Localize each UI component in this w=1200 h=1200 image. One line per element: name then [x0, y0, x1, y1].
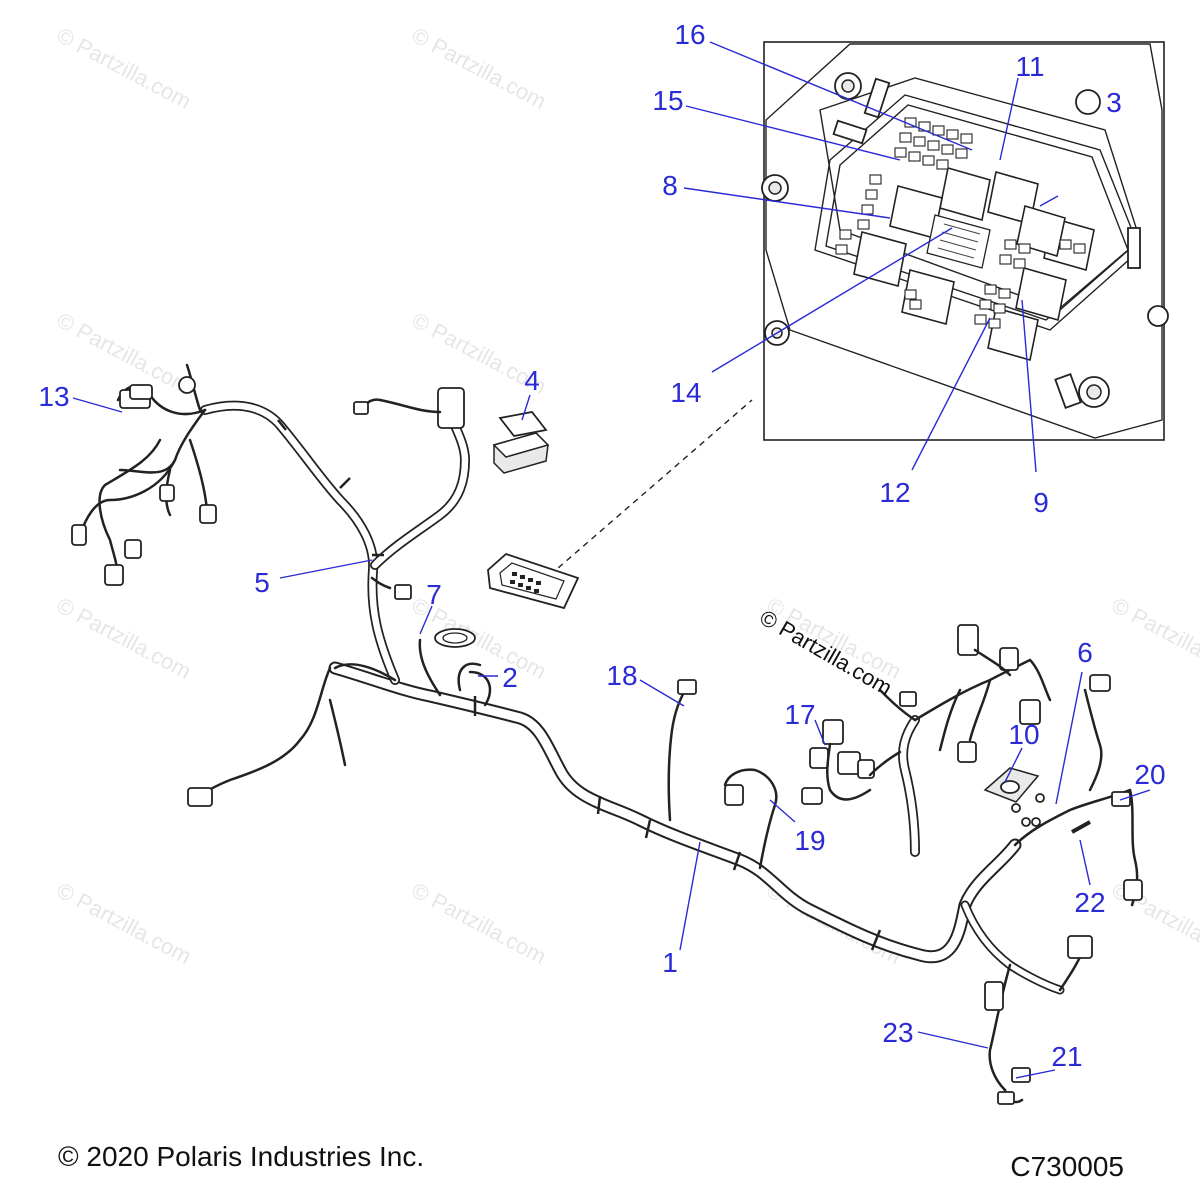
copyright-text: © 2020 Polaris Industries Inc. [58, 1141, 424, 1172]
callout-6: 6 [1077, 637, 1093, 668]
part-17-group [801, 719, 875, 805]
leader-lines [72, 41, 1151, 1079]
callout-10: 10 [1008, 719, 1039, 750]
watermark: © Partzilla.com [408, 877, 551, 969]
watermark: © Partzilla.com [1108, 877, 1200, 969]
callout-17: 17 [784, 699, 815, 730]
callout-11: 11 [1015, 51, 1044, 82]
callout-20: 20 [1134, 759, 1165, 790]
callout-3: 3 [1106, 87, 1122, 118]
callout-15: 15 [652, 85, 683, 116]
watermark: © Partzilla.com [53, 22, 196, 114]
watermark: © Partzilla.com [1108, 592, 1200, 684]
callout-2: 2 [502, 662, 518, 693]
fuse-box-small [487, 552, 580, 610]
watermark: © Partzilla.com [53, 307, 196, 399]
callout-18: 18 [606, 660, 637, 691]
watermark: © Partzilla.com [53, 877, 196, 969]
part-4-module [492, 432, 550, 474]
inset-pointer-line [549, 399, 753, 576]
callout-7: 7 [426, 579, 442, 610]
callout-16: 16 [674, 19, 705, 50]
watermark: © Partzilla.com [53, 592, 196, 684]
callout-13: 13 [38, 381, 69, 412]
callout-19: 19 [794, 825, 825, 856]
callout-9: 9 [1033, 487, 1049, 518]
watermark: © Partzilla.com [408, 22, 551, 114]
fuse-box-inset [761, 41, 1169, 441]
callout-21: 21 [1051, 1041, 1082, 1072]
callout-12: 12 [879, 477, 910, 508]
callout-22: 22 [1074, 887, 1105, 918]
callout-labels: 1 2 3 4 5 6 7 8 9 10 11 12 13 14 15 16 1… [38, 19, 1165, 1072]
callout-14: 14 [670, 377, 701, 408]
callout-5: 5 [254, 567, 270, 598]
callout-4: 4 [524, 365, 540, 396]
main-harness [71, 363, 1143, 1105]
part-4-label [498, 411, 548, 437]
callout-23: 23 [882, 1017, 913, 1048]
diagram-code: C730005 [1010, 1151, 1124, 1182]
callout-8: 8 [662, 170, 678, 201]
callout-1: 1 [662, 947, 678, 978]
